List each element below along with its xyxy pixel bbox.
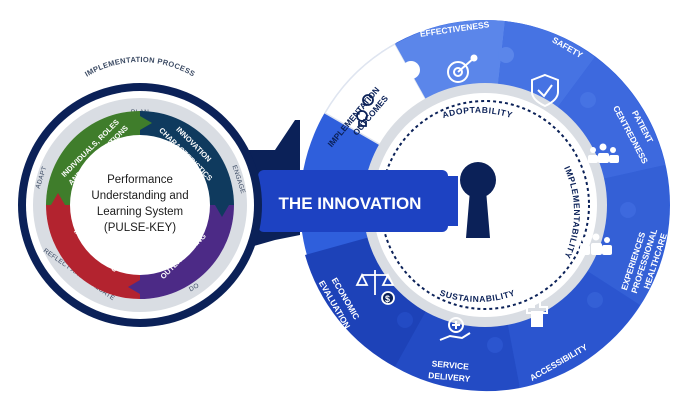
arrow-tip-4 (51, 193, 65, 205)
target-icon (447, 54, 478, 83)
label-service-1: SERVICE (431, 358, 469, 371)
label-implementation-process: IMPLEMENTATION PROCESS (83, 55, 197, 79)
process-wheel: IMPLEMENTATION PROCESS PLAN ENGAGE DO RE… (18, 55, 262, 327)
segment-innovation-characteristics (140, 111, 234, 205)
key-blade (258, 170, 448, 232)
center-line-1: Performance (107, 174, 173, 186)
center-line-2: Understanding and (91, 190, 188, 202)
innovation-key: THE INNOVATION (240, 120, 458, 250)
keyhole-icon (460, 162, 496, 238)
center-line-3: Learning System (97, 206, 183, 218)
hand-heart-icon (439, 317, 471, 341)
door-cross-icon (526, 299, 548, 327)
arrow-tip-3 (128, 280, 140, 294)
process-inner-white (46, 111, 234, 299)
segment-outer-setting (140, 205, 234, 299)
segment-individuals (46, 111, 140, 205)
svg-text:$: $ (385, 294, 390, 304)
gears-bulb-icon (356, 94, 374, 127)
healthcare-team-icon (580, 233, 612, 255)
segment-inner-setting (46, 205, 140, 299)
shield-check-icon (531, 73, 559, 108)
center-line-4: (PULSE-KEY) (104, 222, 176, 234)
puzzle-nubs (397, 47, 636, 353)
arrow-tip-2 (215, 205, 229, 217)
label-do: DO (188, 282, 200, 293)
scales-dollar-icon: $ (355, 270, 395, 305)
key-label: THE INNOVATION (279, 194, 422, 213)
people-group-icon (588, 143, 619, 163)
outcomes-wheel: ADOPTABILITY IMPLEMENTABILITY SUSTAINABI… (300, 19, 670, 392)
label-service-2: DELIVERY (428, 370, 471, 384)
arrow-tip-1 (140, 116, 152, 130)
